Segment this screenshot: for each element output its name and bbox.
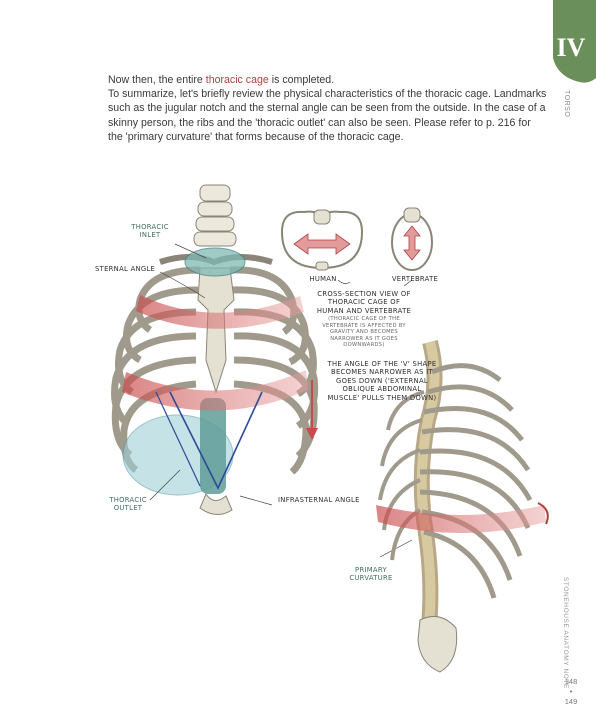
page-number-left: 148 [564,677,578,686]
label-sternal-angle: Sternal Angle [95,265,156,273]
label-infrasternal-angle: Infrasternal Angle [278,496,360,504]
intro-paragraph: Now then, the entire thoracic cage is co… [108,73,548,144]
page-number-separator: • [569,687,573,696]
front-spine-highlight [200,398,226,494]
down-arrow [306,380,318,440]
infrasternal-angle-lines [169,391,263,490]
label-thoracic-inlet: Thoracic Inlet [131,223,169,240]
label-human: Human [309,275,337,283]
page-numbers: 148 • 149 [556,677,586,707]
label-cross-section-note: (Thoracic cage of the vertebrate is affe… [322,316,406,349]
label-v-angle: The angle of the 'V' shape becomes narro… [327,360,437,402]
cross-section-vertebrate [391,207,433,271]
intro-body: To summarize, let's briefly review the p… [108,88,547,143]
chapter-number: IV [556,33,586,62]
front-red-band-lower [122,370,308,411]
side-red-band [376,505,546,533]
chapter-tab-shape [553,0,596,83]
front-rib-cage [111,184,319,475]
book-title: STONEHOUSE ANATOMY NOTE [562,577,569,689]
intro-line1-pre: Now then, the entire [108,74,206,86]
front-red-band-upper [136,295,304,329]
intro-line1-post: is completed. [268,74,335,86]
label-vertebrate: Vertebrate [391,275,439,283]
label-primary-curvature: Primary Curvature [349,566,393,583]
page-number-right: 149 [564,697,578,706]
label-thoracic-outlet: Thoracic Outlet [109,496,147,513]
label-cross-section: Cross-section view of thoracic cage of h… [316,290,412,315]
intro-highlight-term: thoracic cage [205,74,269,86]
cross-section-human [280,209,364,271]
chapter-label: TORSO [563,90,570,118]
